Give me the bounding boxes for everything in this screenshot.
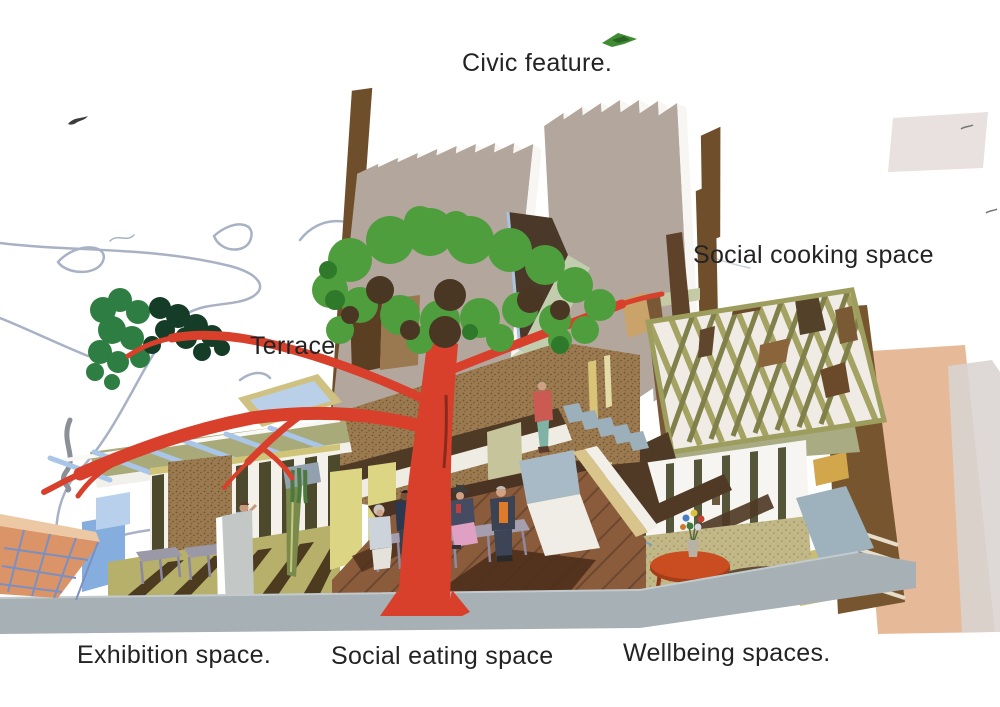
ground-plane	[0, 486, 916, 634]
terracotta-grid	[0, 514, 100, 601]
gray-building	[948, 360, 1000, 632]
flower-vase	[680, 509, 705, 557]
person-seated-orange	[490, 486, 515, 562]
exhibition-pavilion	[47, 418, 352, 608]
label-exhibition: Exhibition space.	[77, 641, 272, 669]
tiny-bird-2	[985, 208, 998, 214]
cork-panel	[168, 455, 232, 572]
tiny-bird-1	[960, 124, 974, 130]
tree-trunk	[380, 342, 470, 616]
label-wellbeing: Wellbeing spaces.	[623, 639, 831, 667]
person-walking	[533, 381, 553, 453]
background-building-patch	[888, 112, 988, 172]
planter-plant	[283, 462, 321, 577]
wall-door-mark	[712, 492, 720, 505]
cooking-space-roof	[612, 232, 888, 470]
green-bird	[602, 33, 637, 47]
label-terrace: Terrace	[250, 332, 336, 360]
birds	[68, 33, 998, 214]
label-social-eating: Social eating space	[331, 642, 554, 670]
label-civic-feature: Civic feature.	[462, 49, 613, 77]
person-seated-hat	[447, 485, 478, 549]
gold-bar-1	[813, 452, 849, 486]
red-tree	[41, 206, 665, 616]
label-social-cooking: Social cooking space	[693, 241, 934, 269]
tree-canopy	[312, 206, 616, 354]
dark-bird	[68, 116, 88, 125]
roof-trusses	[648, 290, 884, 449]
display-table-1	[136, 547, 182, 585]
person-seated-woman	[368, 504, 392, 570]
stair-landing	[519, 450, 580, 504]
